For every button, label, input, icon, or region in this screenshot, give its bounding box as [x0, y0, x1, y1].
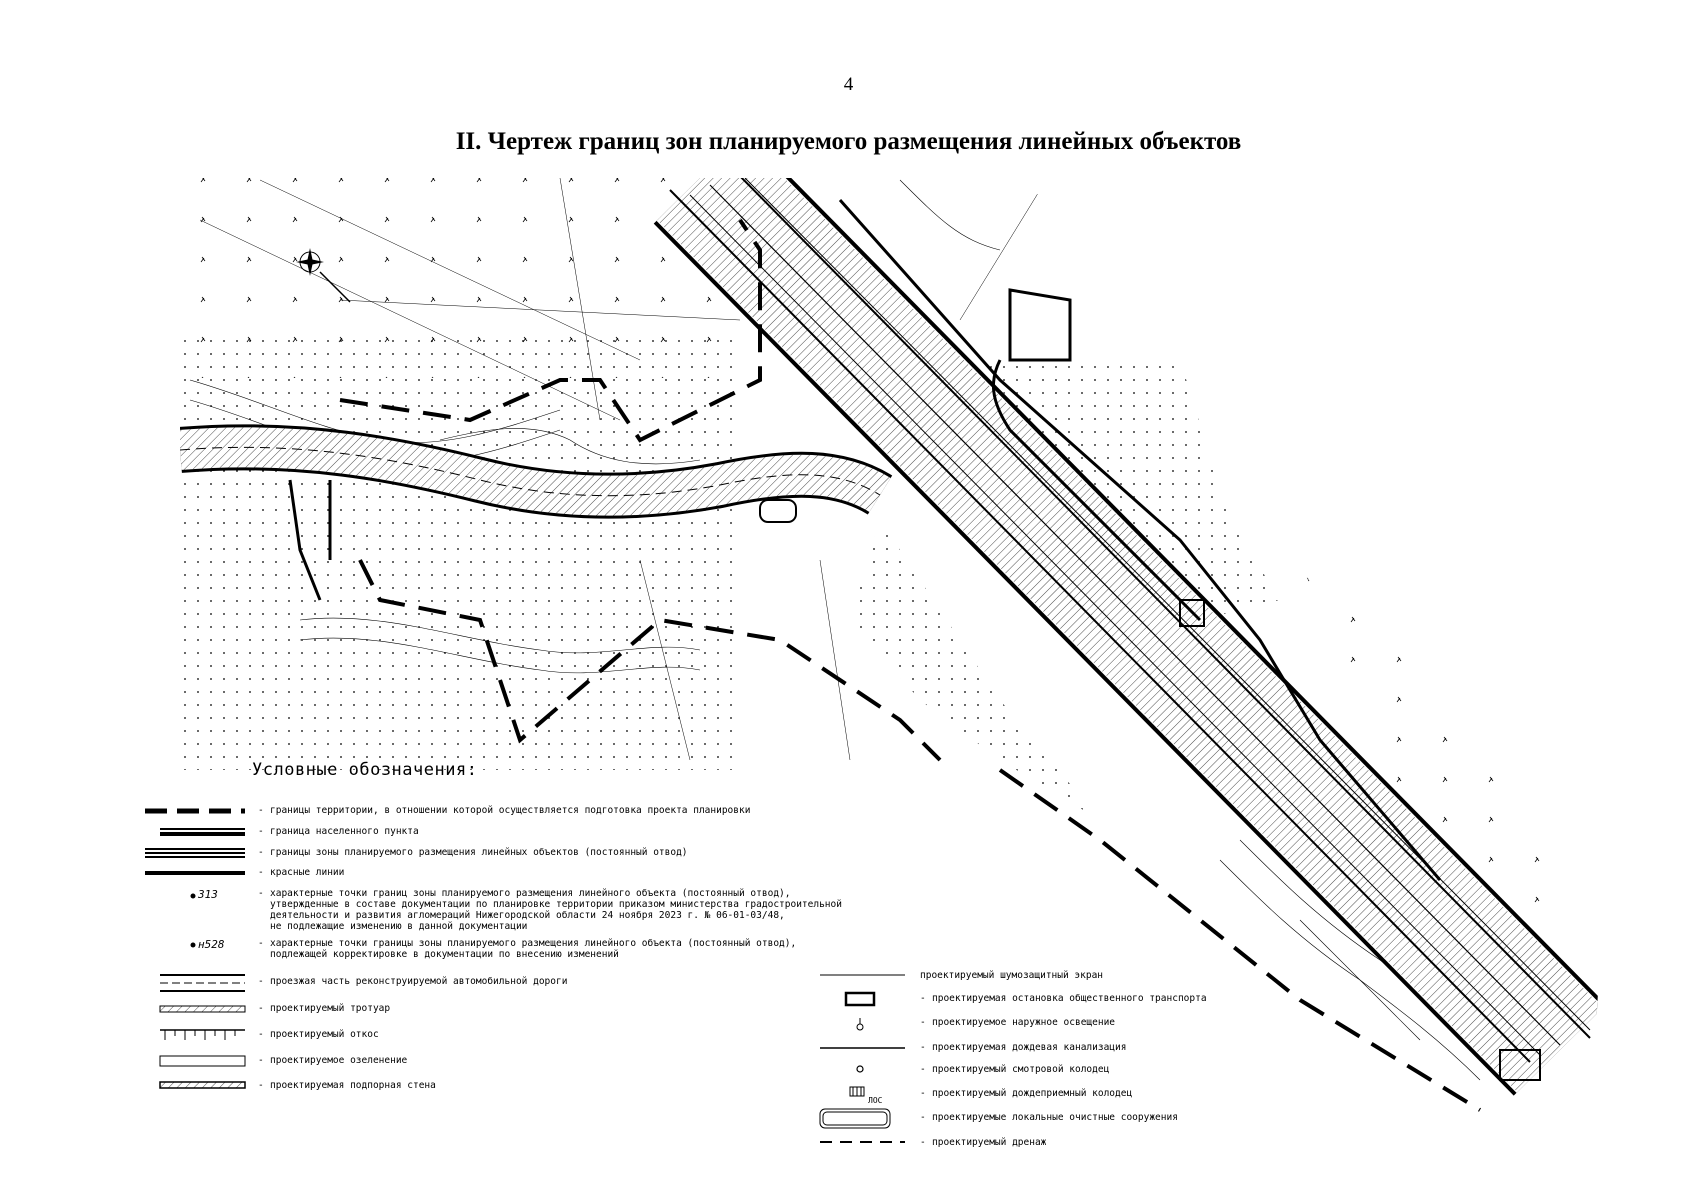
legend-left-symbols [145, 808, 246, 1089]
legend-point-label-n528: н528 [198, 938, 225, 951]
legend-title: Условные обозначения: [252, 760, 478, 780]
cross-terrain-east [1300, 560, 1580, 940]
legend-point-label-313: 313 [198, 888, 218, 901]
west-curved-road [180, 424, 893, 519]
legend-los-label: ЛОС [868, 1096, 883, 1105]
legend-right-symbols [819, 974, 905, 1143]
north-arrow-icon [296, 248, 351, 303]
page-number: 4 [843, 74, 854, 95]
dotted-terrain-east [980, 360, 1280, 620]
map-area [180, 178, 1600, 1112]
cross-terrain-north [180, 178, 740, 378]
page-title: II. Чертеж границ зон планируемого разме… [455, 128, 1242, 155]
dotted-terrain-southwest [180, 330, 740, 770]
dotted-terrain-central [850, 520, 1100, 820]
main-diagonal-highway [653, 178, 1600, 1096]
